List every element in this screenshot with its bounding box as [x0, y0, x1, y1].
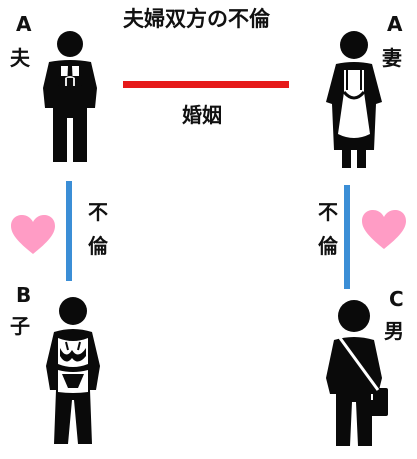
affair-line-left	[66, 181, 72, 281]
man-letter: C	[389, 287, 404, 311]
affair-right-char-1: 不	[318, 200, 338, 224]
husband-role: 夫	[10, 46, 30, 70]
girl-letter: B	[16, 283, 32, 307]
heart-icon	[11, 215, 55, 254]
affair-left-char-1: 不	[88, 200, 108, 224]
girl-figure	[46, 297, 100, 444]
wife-role: 妻	[382, 46, 402, 70]
marriage-label: 婚姻	[182, 103, 222, 127]
diagram-title: 夫婦双方の不倫	[123, 7, 270, 31]
husband-figure	[43, 31, 97, 162]
affair-label-left: 不 倫	[87, 195, 109, 263]
marriage-line	[123, 81, 289, 88]
wife-figure	[326, 31, 382, 168]
man-figure	[326, 300, 388, 446]
heart-icon	[362, 210, 406, 249]
affair-line-right	[344, 185, 350, 289]
wife-letter: A	[387, 12, 403, 36]
affair-left-char-2: 倫	[88, 234, 108, 258]
affair-right-char-2: 倫	[318, 234, 338, 258]
affair-label-right: 不 倫	[317, 195, 339, 263]
girl-role: 子	[10, 314, 30, 338]
man-role: 男	[384, 319, 404, 343]
husband-letter: A	[16, 12, 32, 36]
